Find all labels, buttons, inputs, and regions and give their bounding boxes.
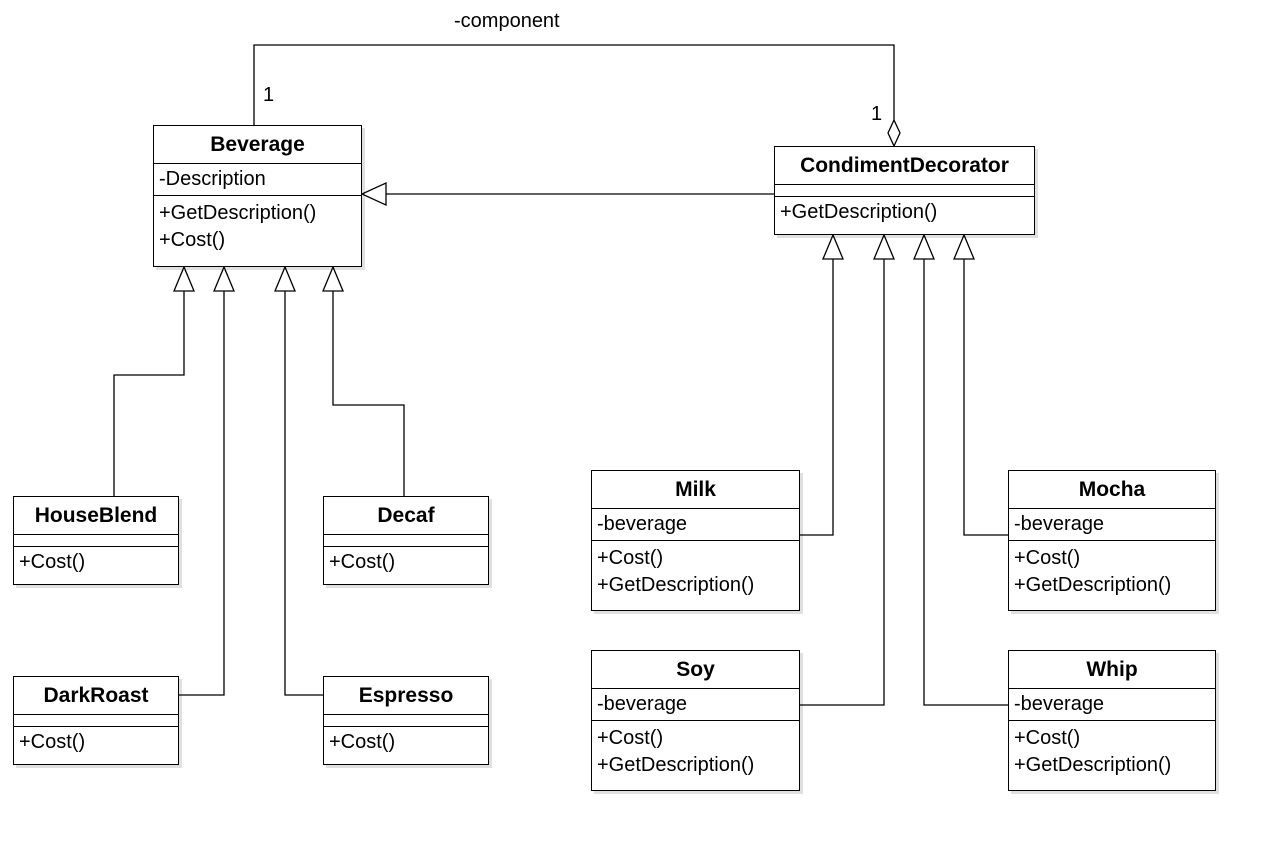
- generalization-mocha-line: [963, 259, 1008, 536]
- class-name: Soy: [592, 651, 799, 689]
- attribute: -beverage: [1014, 693, 1105, 715]
- generalization-mocha-arrow: [953, 233, 975, 260]
- generalization-decaf-arrow: [322, 265, 344, 292]
- generalization-whip-arrow: [913, 233, 935, 260]
- method: +GetDescription(): [780, 201, 938, 223]
- attributes-section: -beverage: [1009, 509, 1215, 541]
- generalization-decaf-line: [332, 291, 405, 496]
- methods-section: +Cost(): [324, 547, 488, 580]
- attributes-section: -Description: [154, 164, 361, 196]
- class-soy[interactable]: Soy -beverage +Cost() +GetDescription(): [591, 650, 800, 791]
- attributes-section: -beverage: [592, 509, 799, 541]
- generalization-soy-line: [800, 259, 885, 706]
- method: +Cost(): [329, 731, 396, 753]
- generalization-condiment-arrow: [360, 181, 387, 207]
- methods-section: +Cost() +GetDescription(): [1009, 721, 1215, 783]
- class-name: Decaf: [324, 497, 488, 535]
- method: +Cost(): [19, 731, 86, 753]
- class-name: DarkRoast: [14, 677, 178, 715]
- class-name: Mocha: [1009, 471, 1215, 509]
- method: +Cost(): [159, 229, 226, 251]
- methods-section: +Cost(): [14, 547, 178, 580]
- class-whip[interactable]: Whip -beverage +Cost() +GetDescription(): [1008, 650, 1216, 791]
- method: +Cost(): [597, 727, 664, 749]
- method: +GetDescription(): [597, 754, 755, 776]
- method: +GetDescription(): [1014, 574, 1172, 596]
- methods-section: +Cost(): [324, 727, 488, 760]
- multiplicity-source-label: 1: [263, 84, 275, 106]
- generalization-houseblend-arrow: [173, 265, 195, 292]
- aggregation-diamond: [887, 118, 901, 148]
- methods-section: +GetDescription(): [775, 197, 1034, 230]
- attributes-section: [324, 535, 488, 547]
- class-dark-roast[interactable]: DarkRoast +Cost(): [13, 676, 179, 765]
- multiplicity-target-label: 1: [871, 103, 883, 125]
- generalization-espresso-arrow: [274, 265, 296, 292]
- generalization-houseblend-line: [113, 291, 185, 496]
- attribute: -beverage: [1014, 513, 1105, 535]
- generalization-darkroast-line: [179, 291, 225, 696]
- generalization-espresso-line: [284, 291, 323, 696]
- class-name: Espresso: [324, 677, 488, 715]
- generalization-darkroast-arrow: [213, 265, 235, 292]
- generalization-milk-arrow: [822, 233, 844, 260]
- methods-section: +GetDescription() +Cost(): [154, 196, 361, 258]
- method: +GetDescription(): [597, 574, 755, 596]
- class-name: HouseBlend: [14, 497, 178, 535]
- generalization-soy-arrow: [873, 233, 895, 260]
- class-decaf[interactable]: Decaf +Cost(): [323, 496, 489, 585]
- attribute: -beverage: [597, 513, 688, 535]
- method: +Cost(): [329, 551, 396, 573]
- attributes-section: -beverage: [1009, 689, 1215, 721]
- generalization-milk-line: [800, 259, 834, 536]
- attribute: -Description: [159, 168, 266, 190]
- class-name: Milk: [592, 471, 799, 509]
- method: +Cost(): [1014, 547, 1081, 569]
- method: +Cost(): [19, 551, 86, 573]
- attributes-section: [14, 535, 178, 547]
- generalization-whip-line: [923, 259, 1008, 706]
- attributes-section: -beverage: [592, 689, 799, 721]
- class-beverage[interactable]: Beverage -Description +GetDescription() …: [153, 125, 362, 267]
- class-name: Whip: [1009, 651, 1215, 689]
- attributes-section: [324, 715, 488, 727]
- attribute: -beverage: [597, 693, 688, 715]
- association-role-label: -component: [454, 10, 560, 32]
- method: +Cost(): [597, 547, 664, 569]
- class-name: CondimentDecorator: [775, 147, 1034, 185]
- association-line: [253, 44, 895, 125]
- methods-section: +Cost() +GetDescription(): [592, 721, 799, 783]
- class-condiment-decorator[interactable]: CondimentDecorator +GetDescription(): [774, 146, 1035, 235]
- method: +Cost(): [1014, 727, 1081, 749]
- class-mocha[interactable]: Mocha -beverage +Cost() +GetDescription(…: [1008, 470, 1216, 611]
- method: +GetDescription(): [159, 202, 317, 224]
- class-milk[interactable]: Milk -beverage +Cost() +GetDescription(): [591, 470, 800, 611]
- methods-section: +Cost(): [14, 727, 178, 760]
- class-house-blend[interactable]: HouseBlend +Cost(): [13, 496, 179, 585]
- attributes-section: [14, 715, 178, 727]
- attributes-section: [775, 185, 1034, 197]
- methods-section: +Cost() +GetDescription(): [592, 541, 799, 603]
- methods-section: +Cost() +GetDescription(): [1009, 541, 1215, 603]
- method: +GetDescription(): [1014, 754, 1172, 776]
- class-name: Beverage: [154, 126, 361, 164]
- class-espresso[interactable]: Espresso +Cost(): [323, 676, 489, 765]
